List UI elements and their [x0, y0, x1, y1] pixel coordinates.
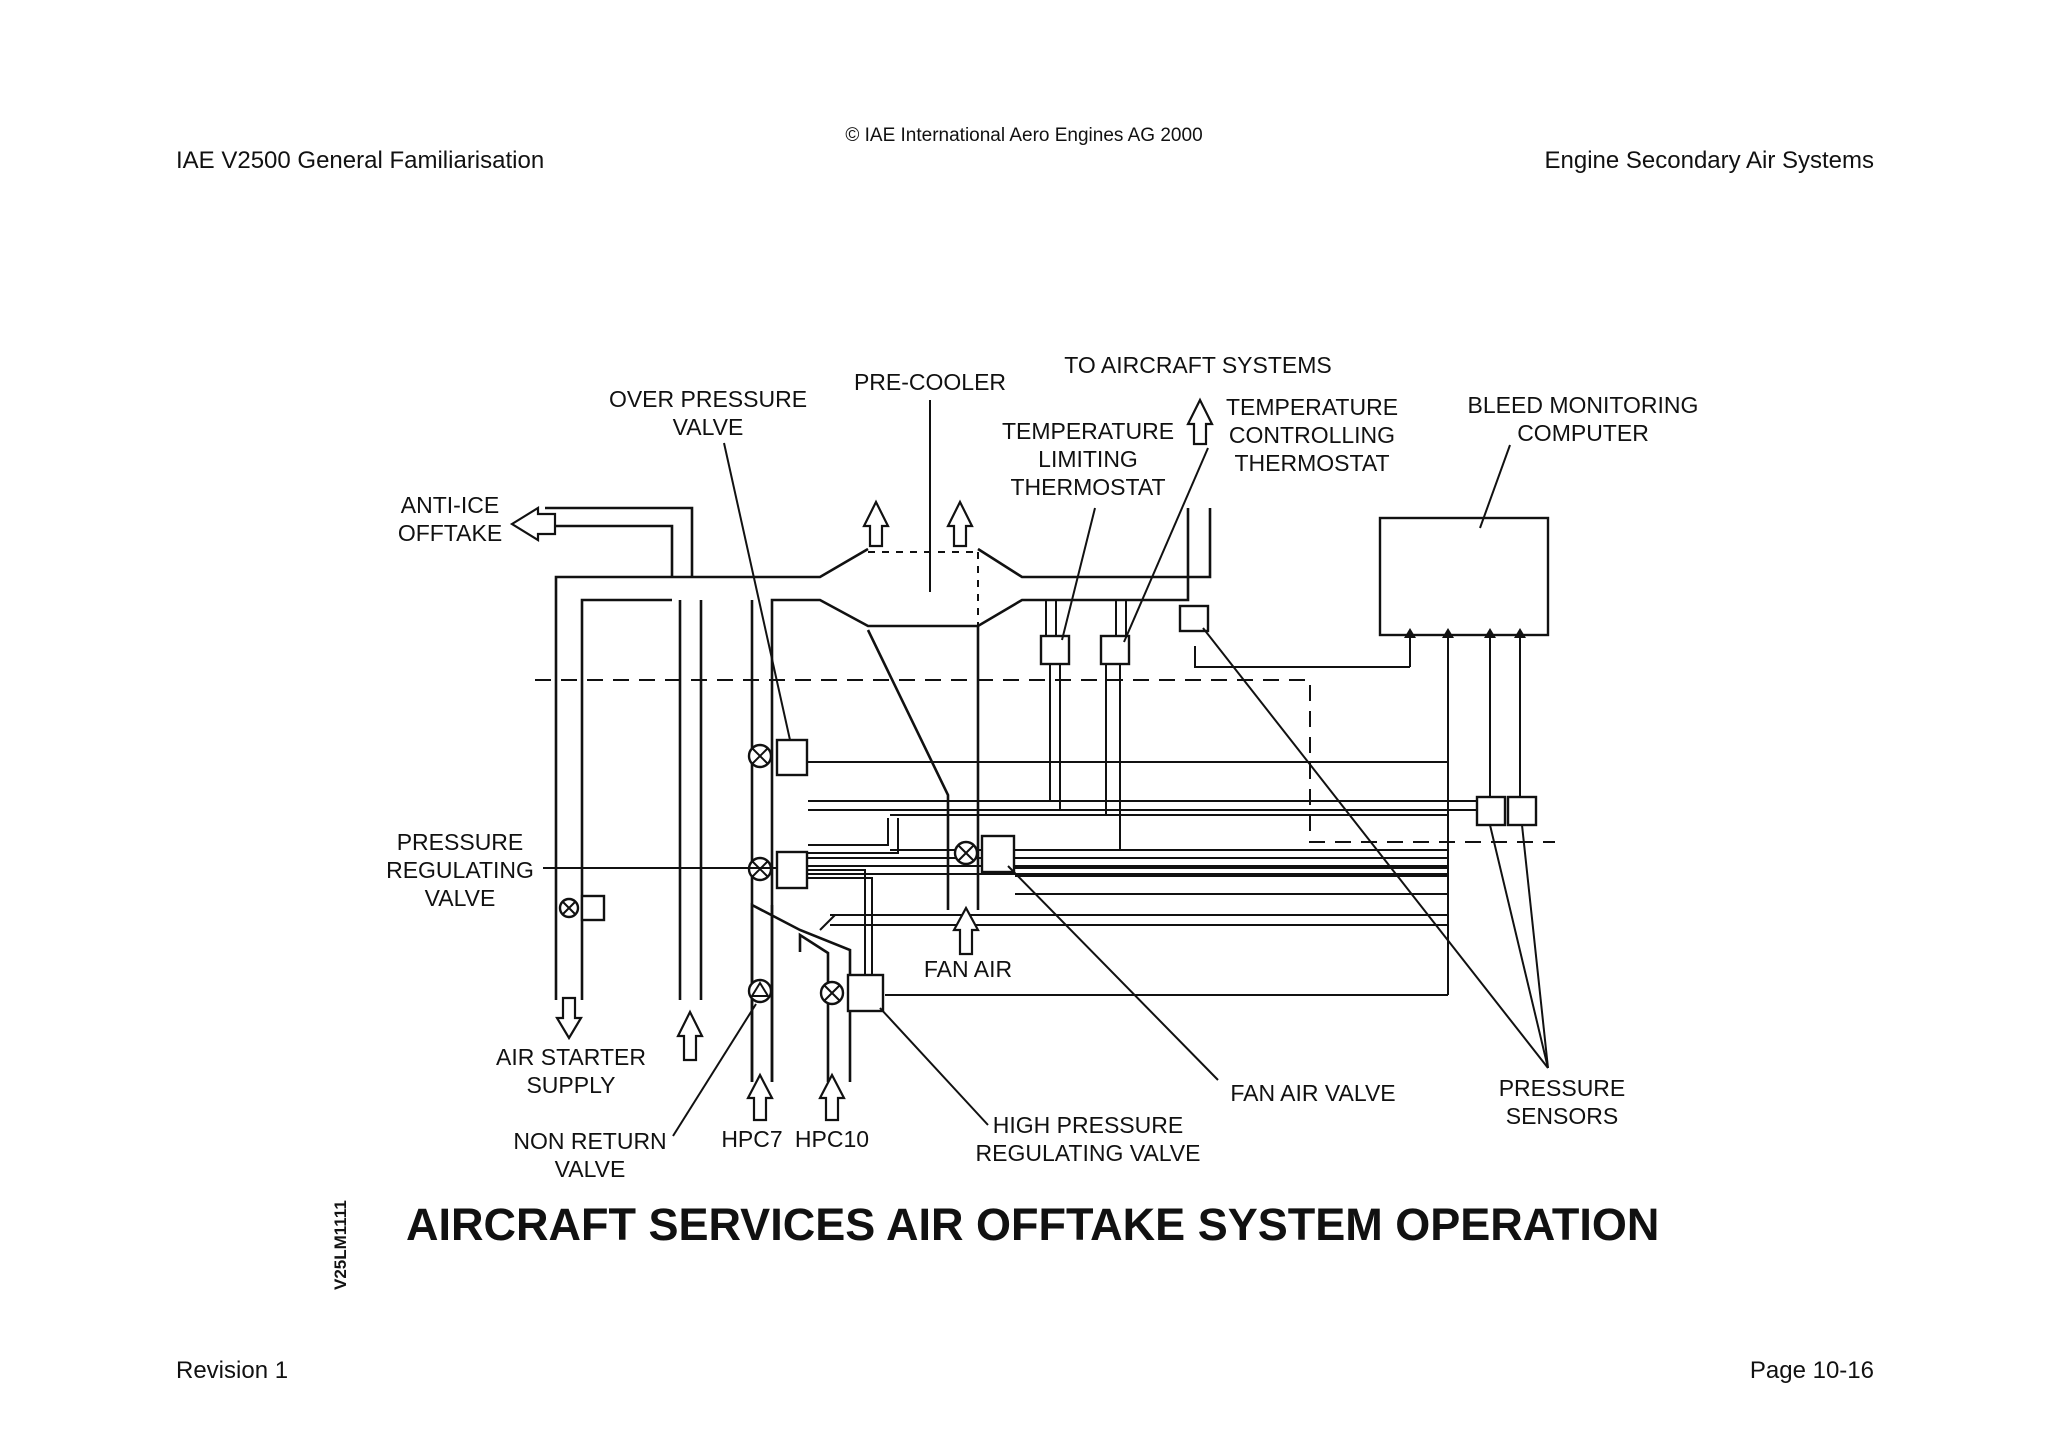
signal-lines: [808, 600, 1521, 996]
label-non-return-1: NON RETURN: [513, 1128, 666, 1154]
flow-arrows: [509, 397, 1214, 1122]
label-hpc7: HPC7: [721, 1126, 782, 1152]
document-title: IAE V2500 General Familiarisation: [176, 147, 545, 174]
label-pressure-regulating-1: PRESSURE: [397, 829, 524, 855]
leader-lines: [543, 400, 1549, 1137]
label-temp-controlling-3: THERMOSTAT: [1234, 450, 1389, 476]
label-fan-air-valve: FAN AIR VALVE: [1230, 1080, 1395, 1106]
label-over-pressure-valve-2: VALVE: [673, 414, 744, 440]
label-fan-air: FAN AIR: [924, 956, 1012, 982]
outlet-sensor: [1178, 604, 1210, 633]
arrow-anti-ice: [509, 506, 557, 542]
label-bleed-monitoring-1: BLEED MONITORING: [1468, 392, 1699, 418]
diagram-title: AIRCRAFT SERVICES AIR OFFTAKE SYSTEM OPE…: [406, 1199, 1659, 1250]
label-pressure-sensors-2: SENSORS: [1506, 1103, 1618, 1129]
over-pressure-valve: [747, 738, 809, 777]
bmc-input-arrows: [1404, 628, 1526, 638]
fan-air-valve: [953, 834, 1016, 874]
label-temp-limiting-3: THERMOSTAT: [1010, 474, 1165, 500]
label-hpc10: HPC10: [795, 1126, 869, 1152]
label-pressure-sensors-1: PRESSURE: [1499, 1075, 1626, 1101]
label-temp-limiting-1: TEMPERATURE: [1002, 418, 1174, 444]
label-temp-controlling-1: TEMPERATURE: [1226, 394, 1398, 420]
copyright-notice: © IAE International Aero Engines AG 2000: [845, 125, 1203, 146]
temperature-limiting-thermostat: [1039, 634, 1071, 666]
label-air-starter-1: AIR STARTER: [496, 1044, 646, 1070]
revision-label: Revision 1: [176, 1357, 289, 1384]
pressure-sensor-1: [1475, 795, 1507, 827]
label-to-aircraft-systems: TO AIRCRAFT SYSTEMS: [1064, 352, 1332, 378]
high-pressure-regulating-valve: [819, 973, 885, 1013]
pressure-sensor-2: [1506, 795, 1538, 827]
label-pre-cooler: PRE-COOLER: [854, 369, 1006, 395]
section-title: Engine Secondary Air Systems: [1544, 147, 1875, 174]
label-anti-ice-2: OFFTAKE: [398, 520, 502, 546]
label-pressure-regulating-2: REGULATING: [386, 857, 534, 883]
starter-valve: [558, 894, 606, 922]
arrow-hpc7: [746, 1072, 774, 1122]
arrow-fan-air: [952, 905, 980, 956]
label-air-starter-2: SUPPLY: [526, 1072, 615, 1098]
bleed-monitoring-computer: [1378, 516, 1550, 637]
arrow-precooler-left: [862, 499, 890, 548]
arrow-air-starter: [555, 996, 583, 1041]
label-hp-regulating-1: HIGH PRESSURE: [993, 1112, 1183, 1138]
pressure-regulating-valve: [747, 850, 809, 890]
label-hp-regulating-2: REGULATING VALVE: [976, 1140, 1201, 1166]
arrow-return-duct: [676, 1009, 704, 1062]
arrow-precooler-right: [946, 499, 974, 548]
label-pressure-regulating-3: VALVE: [425, 885, 496, 911]
label-anti-ice-1: ANTI-ICE: [401, 492, 499, 518]
label-temp-controlling-2: CONTROLLING: [1229, 422, 1395, 448]
figure-code: V25LM1111: [331, 1200, 350, 1290]
label-temp-limiting-2: LIMITING: [1038, 446, 1138, 472]
label-over-pressure-valve-1: OVER PRESSURE: [609, 386, 807, 412]
arrow-hpc10: [818, 1072, 846, 1122]
non-return-valve: [747, 978, 773, 1004]
precooler-internal-dashed: [868, 551, 979, 627]
labels: OVER PRESSURE VALVE PRE-COOLER TO AIRCRA…: [386, 352, 1698, 1182]
arrow-to-aircraft: [1186, 397, 1214, 446]
label-non-return-2: VALVE: [555, 1156, 626, 1182]
temperature-controlling-thermostat: [1099, 634, 1131, 666]
page-number: Page 10-16: [1749, 1357, 1874, 1384]
label-bleed-monitoring-2: COMPUTER: [1517, 420, 1649, 446]
pipework: [545, 506, 1212, 1082]
